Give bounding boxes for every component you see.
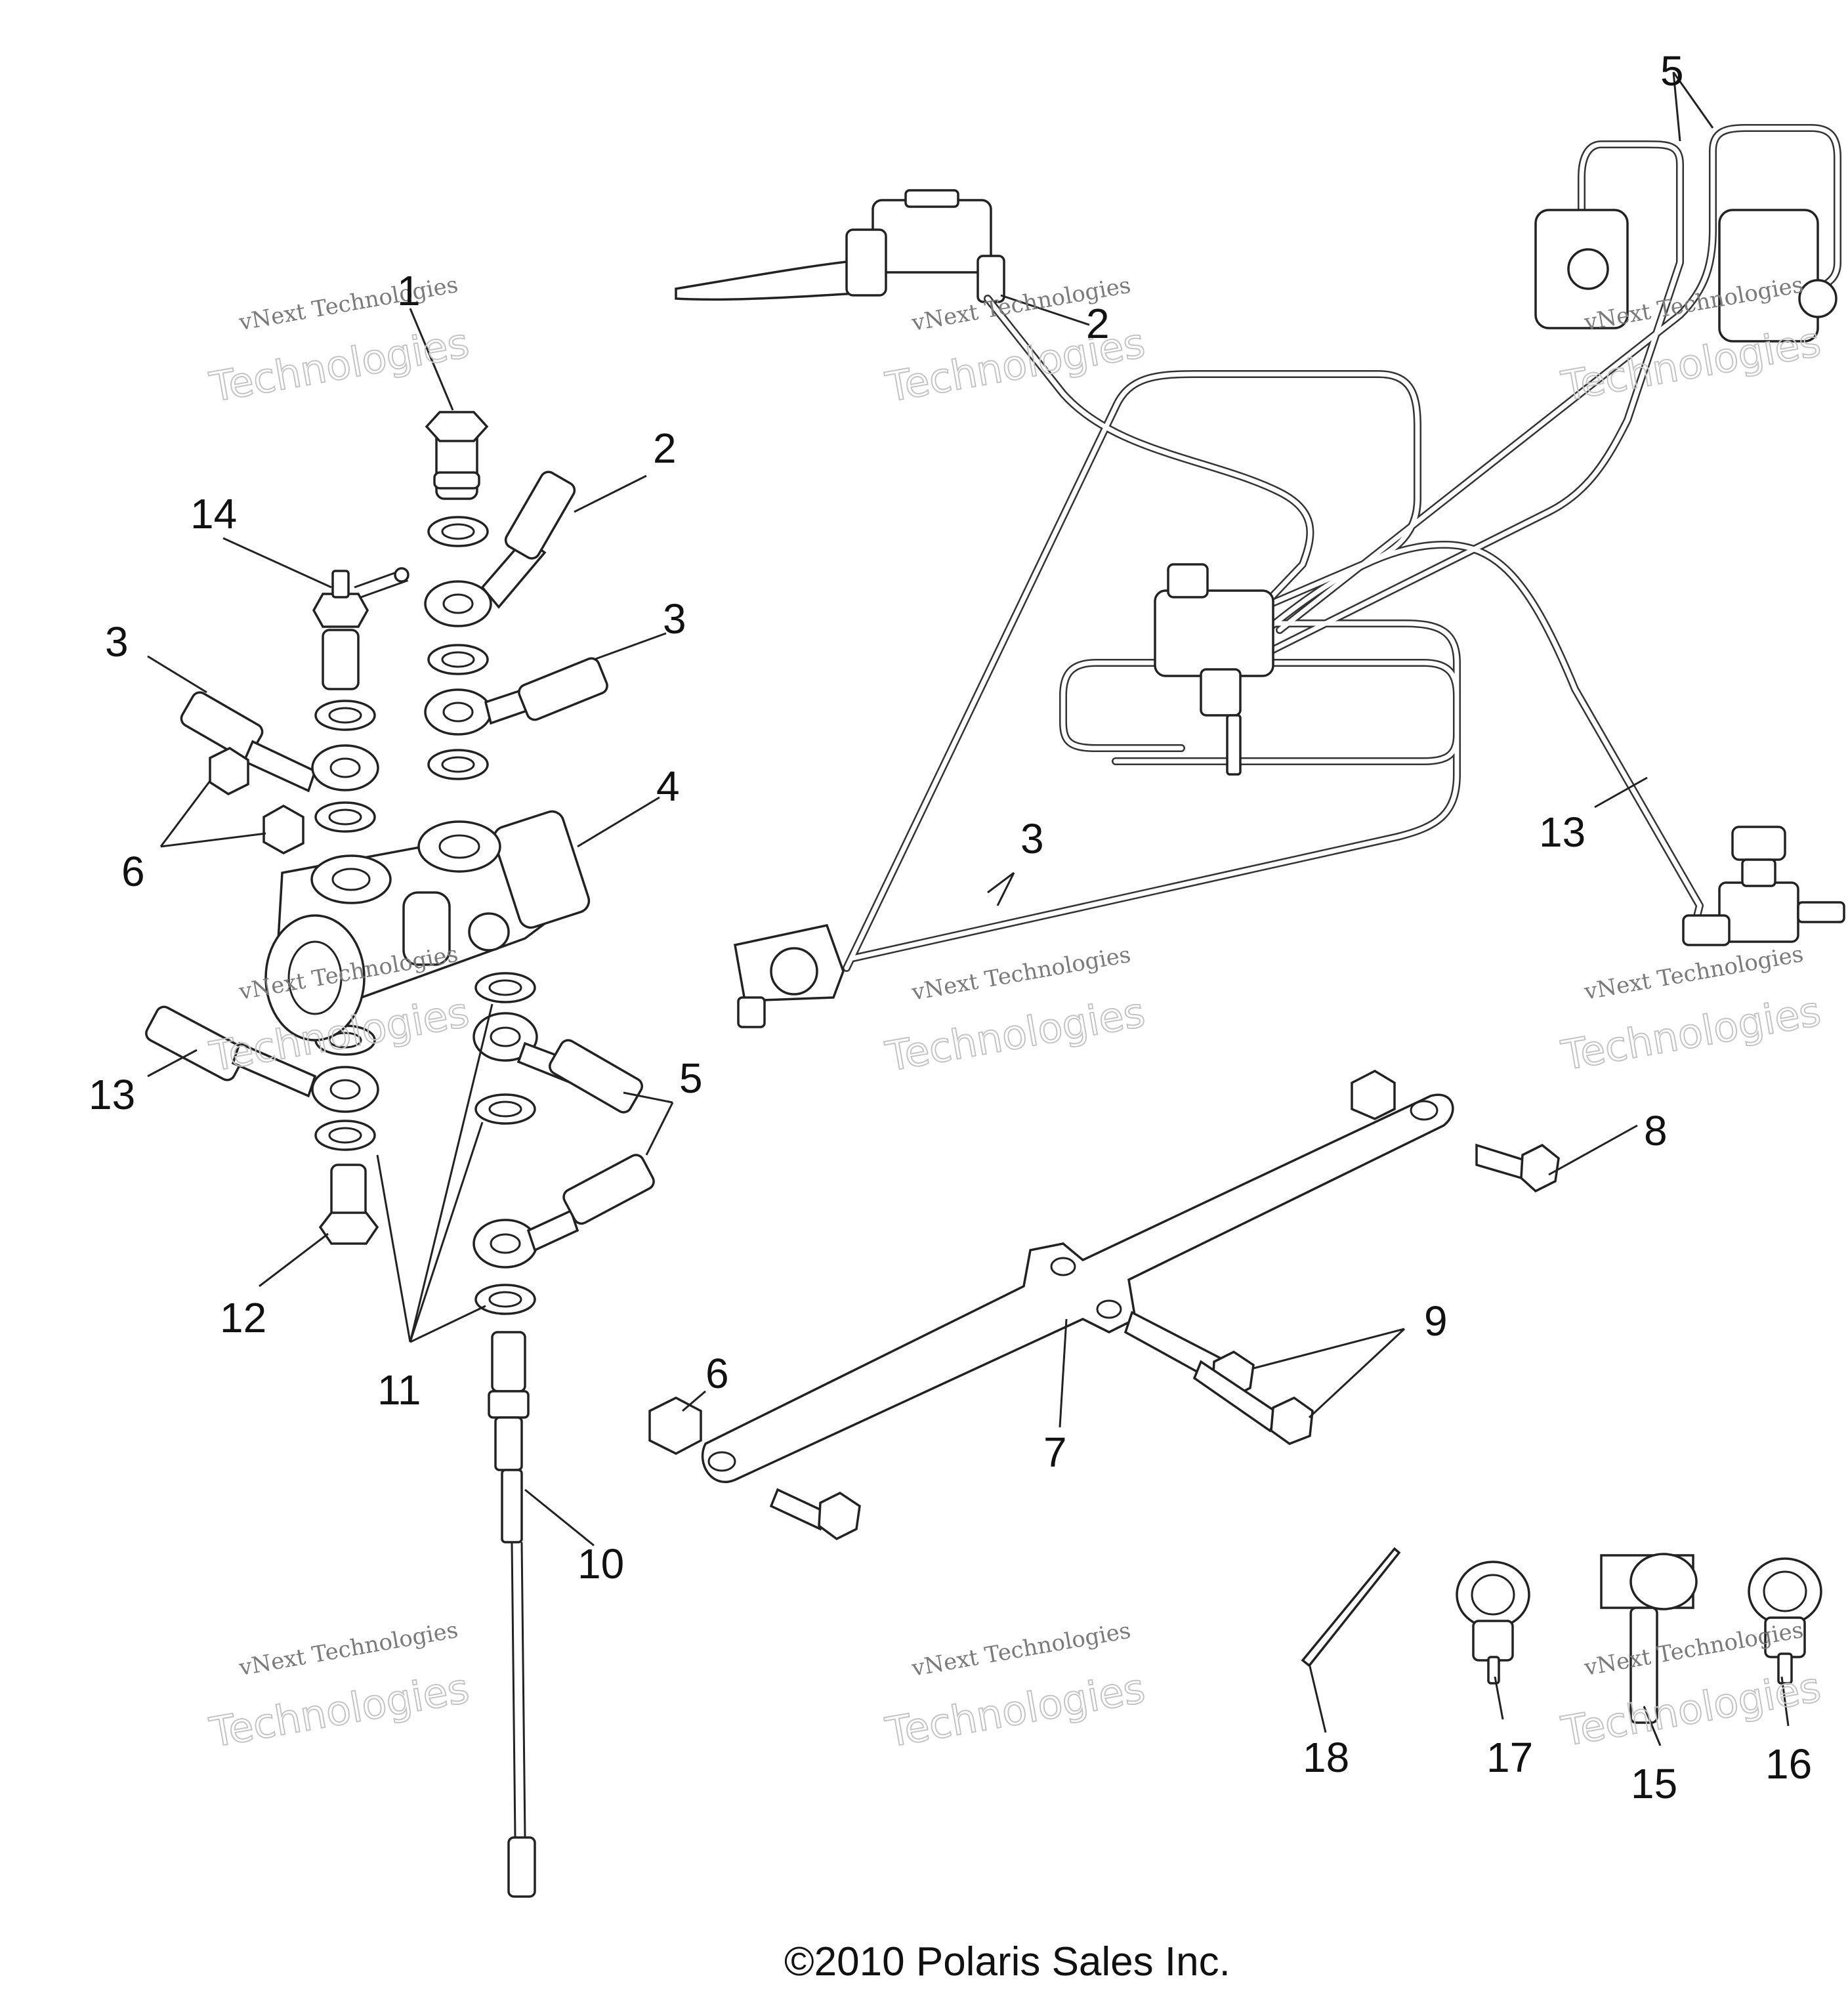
banjo-fitting-line-13 — [145, 1005, 379, 1113]
callout-3-right: 3 — [663, 595, 686, 642]
watermark-8: Technologies vNext Technologies — [881, 1618, 1149, 1757]
banjo-fitting-line-2 — [424, 471, 576, 627]
nut-lower — [648, 1396, 702, 1455]
bolt-lower — [769, 1488, 829, 1531]
cable-tie — [1301, 1547, 1401, 1668]
banjo-fitting-line-3-left — [180, 691, 379, 793]
bleeder-valve — [312, 567, 410, 690]
callout-15: 15 — [1631, 1760, 1677, 1807]
callout-6-bracket: 6 — [705, 1350, 729, 1397]
copyright-notice: ©2010 Polaris Sales Inc. — [784, 1939, 1230, 1984]
watermark-1: Technologies vNext Technologies — [205, 272, 473, 412]
callout-9: 9 — [1424, 1297, 1448, 1345]
clips-and-ties — [1301, 1547, 1822, 1724]
nut-upper — [1351, 1069, 1396, 1120]
brake-line-layout — [675, 124, 1845, 1028]
valve-assembly-exploded — [145, 411, 655, 1898]
callout-2: 2 — [653, 425, 677, 472]
mounting-bracket-assembly — [648, 1069, 1560, 1541]
callout-13-layout: 13 — [1539, 808, 1586, 856]
watermark-6: Technologies vNext Technologies — [1557, 941, 1825, 1080]
banjo-bolt-lower — [318, 1164, 379, 1245]
watermark-9: Technologies vNext Technologies — [1557, 1617, 1825, 1756]
callout-10: 10 — [578, 1540, 624, 1587]
callout-3-left: 3 — [105, 618, 129, 665]
callout-8: 8 — [1644, 1107, 1668, 1154]
callout-17: 17 — [1486, 1734, 1533, 1781]
banjo-fitting-line-5 — [472, 1012, 643, 1114]
callout-5: 5 — [679, 1055, 703, 1102]
watermark-5: Technologies vNext Technologies — [881, 942, 1149, 1082]
proportioning-valve-body — [264, 810, 591, 1041]
banjo-fitting-line-5-lower — [472, 1154, 655, 1269]
master-cylinder-rear — [1682, 826, 1845, 946]
callout-12: 12 — [220, 1294, 266, 1341]
banjo-fitting-line-3 — [424, 657, 608, 736]
callout-14: 14 — [190, 490, 237, 537]
banjo-bolt — [425, 411, 489, 500]
callout-3-layout: 3 — [1020, 815, 1044, 862]
leader-lines — [147, 72, 1790, 1746]
callout-16: 16 — [1765, 1740, 1812, 1788]
callout-4: 4 — [656, 763, 680, 810]
callout-6: 6 — [121, 848, 145, 895]
callout-18: 18 — [1303, 1734, 1349, 1781]
pipes-inner — [844, 125, 1840, 971]
callout-numbers: 1 2 14 3 3 4 6 13 5 12 11 10 2 5 3 13 8 … — [89, 47, 1812, 1807]
callout-13: 13 — [89, 1071, 135, 1118]
valve-installed — [1154, 563, 1274, 776]
callout-11: 11 — [377, 1366, 421, 1414]
callout-2-layout: 2 — [1086, 300, 1110, 347]
clip-15 — [1600, 1553, 1698, 1724]
caliper-front-right — [1534, 209, 1838, 343]
brake-hose — [488, 1331, 536, 1898]
callout-1: 1 — [397, 267, 421, 314]
clip-17 — [1456, 1561, 1530, 1685]
caliper-rear-left — [733, 923, 845, 1028]
clip-16 — [1748, 1557, 1822, 1685]
watermark-7: Technologies vNext Technologies — [205, 1617, 473, 1757]
watermark-4: Technologies vNext Technologies — [205, 941, 473, 1082]
bolt-9b — [1192, 1360, 1282, 1433]
master-cylinder-handlebar — [675, 189, 1005, 303]
pipes-outline — [843, 124, 1841, 972]
callout-7: 7 — [1043, 1429, 1067, 1476]
callout-5-layout: 5 — [1660, 47, 1684, 94]
